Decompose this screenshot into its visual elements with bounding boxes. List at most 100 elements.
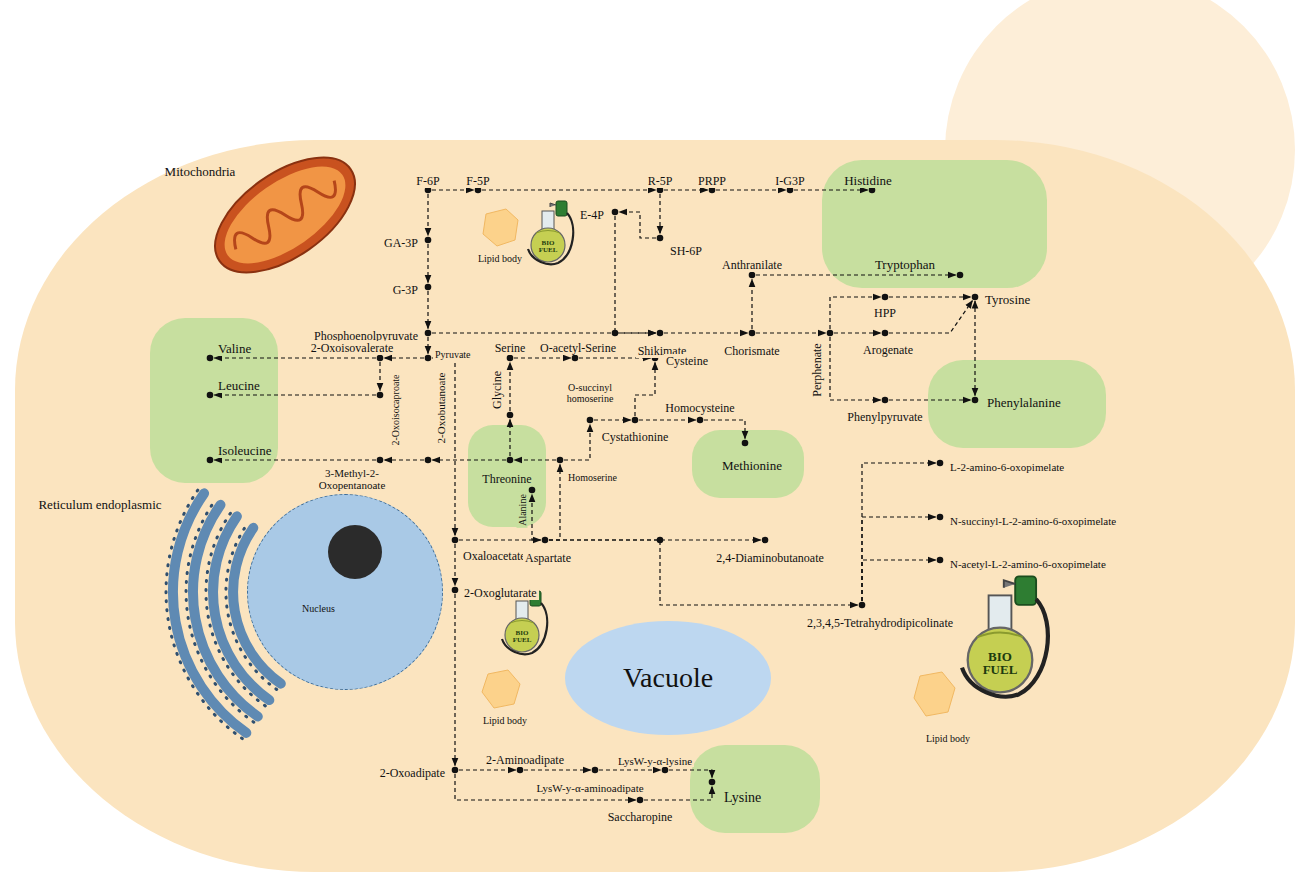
pathway-arrow <box>664 189 708 190</box>
pathway-arrow <box>514 357 571 358</box>
metabolite-name: Homoserine <box>566 472 619 483</box>
pathway-arrow <box>432 358 455 536</box>
metabolite-name: 2,4-Diaminobutanoate <box>714 551 826 565</box>
pathway-arrow <box>639 419 696 420</box>
metabolite-dot <box>425 355 432 362</box>
pathway-arrow <box>889 296 971 297</box>
amino-acid-name: Histidine <box>842 173 894 188</box>
pathway-arrow <box>454 594 455 766</box>
metabolite-name: Phenylpyruvate <box>845 410 924 424</box>
metabolite-dot <box>657 330 664 337</box>
metabolite: LysW-y-α-aminoadipate <box>534 778 645 796</box>
metabolite: Leucine <box>216 376 262 394</box>
metabolite: E-4P <box>578 205 606 223</box>
metabolite-name: Perphenate <box>811 341 824 398</box>
metabolite-name: Homocysteine <box>663 401 736 415</box>
pathway-arrow <box>532 495 541 541</box>
metabolite: GA-3P <box>382 233 420 251</box>
metabolite-dot <box>612 209 619 216</box>
amino-acid-blob <box>150 318 278 483</box>
metabolite-dot <box>882 330 889 337</box>
pathway-arrow <box>215 394 377 395</box>
pathway-arrow <box>459 769 516 770</box>
metabolite: Histidine <box>842 171 894 189</box>
metabolite-dot <box>859 602 866 609</box>
fuel-nozzle <box>550 203 556 207</box>
fuel-hose <box>962 599 1048 696</box>
biofuel-text: BIO FUEL <box>539 240 558 254</box>
metabolite-dot <box>657 235 664 242</box>
metabolite-dot <box>632 417 639 424</box>
metabolite: Phenylpyruvate <box>845 407 924 425</box>
metabolite: 2-Oxobutanoate <box>435 371 447 446</box>
flask-liquid <box>510 621 534 624</box>
metabolite-dot <box>662 767 669 774</box>
pathway-arrow <box>432 332 656 333</box>
metabolite: Saccharopine <box>606 807 675 825</box>
pathway-arrow <box>635 363 655 417</box>
fuel-nozzle <box>1004 580 1015 588</box>
amino-acid-name: Alanine <box>517 492 528 528</box>
fuel-hose <box>502 603 547 654</box>
metabolite-name: Saccharopine <box>606 810 675 824</box>
metabolite-name: 3-Methyl-2-Oxopentanoate <box>308 467 396 491</box>
metabolite-name: Anthranilate <box>720 258 784 272</box>
amino-acid-name: Threonine <box>480 472 533 486</box>
metabolite: G-3P <box>391 280 420 298</box>
pathway-arrow <box>215 357 377 358</box>
metabolite: O-acetyl-Serine <box>538 338 618 356</box>
er-cisterna <box>173 493 246 733</box>
metabolite-dot <box>207 355 214 362</box>
biofuel-icon <box>962 576 1048 696</box>
metabolite: Methionine <box>720 456 784 474</box>
metabolite-name: Aspartate <box>523 551 573 565</box>
metabolite-dot <box>542 537 549 544</box>
metabolite-dot <box>425 284 432 291</box>
pathway-arrow <box>889 399 971 400</box>
metabolite-dot <box>749 330 756 337</box>
amino-acid-blob <box>822 160 1047 288</box>
lipid-body <box>914 672 955 716</box>
pathway-arrow <box>482 189 656 190</box>
metabolite-name: O-succinyl homoserine <box>552 382 628 404</box>
metabolite-name: SH-6P <box>668 244 704 258</box>
organelle-label: Reticulum endoplasmic <box>38 498 161 512</box>
metabolite: HPP <box>872 303 898 321</box>
metabolite-dot <box>612 330 619 337</box>
metabolite-dot <box>507 412 514 419</box>
metabolite-name: Arogenate <box>861 343 915 357</box>
pathway-arrow <box>664 332 748 333</box>
metabolite-name: 2,3,4,5-Tetrahydrodipicolinate <box>805 616 955 630</box>
pathway-arrow <box>756 332 826 333</box>
metabolite: 2-Oxoisovalerate <box>309 338 396 356</box>
metabolite-name: PRPP <box>696 174 728 188</box>
metabolite: 2-Aminoadipate <box>484 750 566 768</box>
amino-acid-name: Lysine <box>722 790 763 805</box>
pathway-arrow <box>564 425 590 461</box>
metabolite: Cysteine <box>664 351 710 369</box>
pathway-arrow <box>974 301 975 396</box>
metabolite-name: LysW-y-α-lysine <box>616 755 694 767</box>
pathway-arrow <box>549 465 560 541</box>
metabolite-dot <box>452 587 459 594</box>
amino-acid-name: Tryptophan <box>873 257 937 272</box>
metabolite-dot <box>882 397 889 404</box>
pathway-arrow <box>427 194 428 236</box>
pathway-arrow <box>524 769 591 770</box>
metabolite-name: Chorismate <box>722 344 781 358</box>
metabolite: Aspartate <box>523 548 573 566</box>
nucleolus <box>328 525 382 579</box>
metabolite-name: Cystathionine <box>600 430 671 444</box>
yeast-cell <box>15 140 1295 872</box>
metabolite: Tryptophan <box>873 255 937 273</box>
metabolite-dot <box>507 355 514 362</box>
metabolite-name: GA-3P <box>382 236 420 250</box>
metabolite-name: L-2-amino-6-oxopimelate <box>948 461 1066 473</box>
biofuel-text: BIO FUEL <box>983 650 1018 676</box>
pathway-arrow <box>599 769 661 770</box>
metabolite-dot <box>207 457 214 464</box>
metabolite: L-2-amino-6-oxopimelate <box>948 457 1066 475</box>
metabolite-name: Pyruvate <box>433 349 473 360</box>
metabolite-name: F-6P <box>414 174 441 188</box>
amino-acid-blobs <box>150 160 1106 833</box>
